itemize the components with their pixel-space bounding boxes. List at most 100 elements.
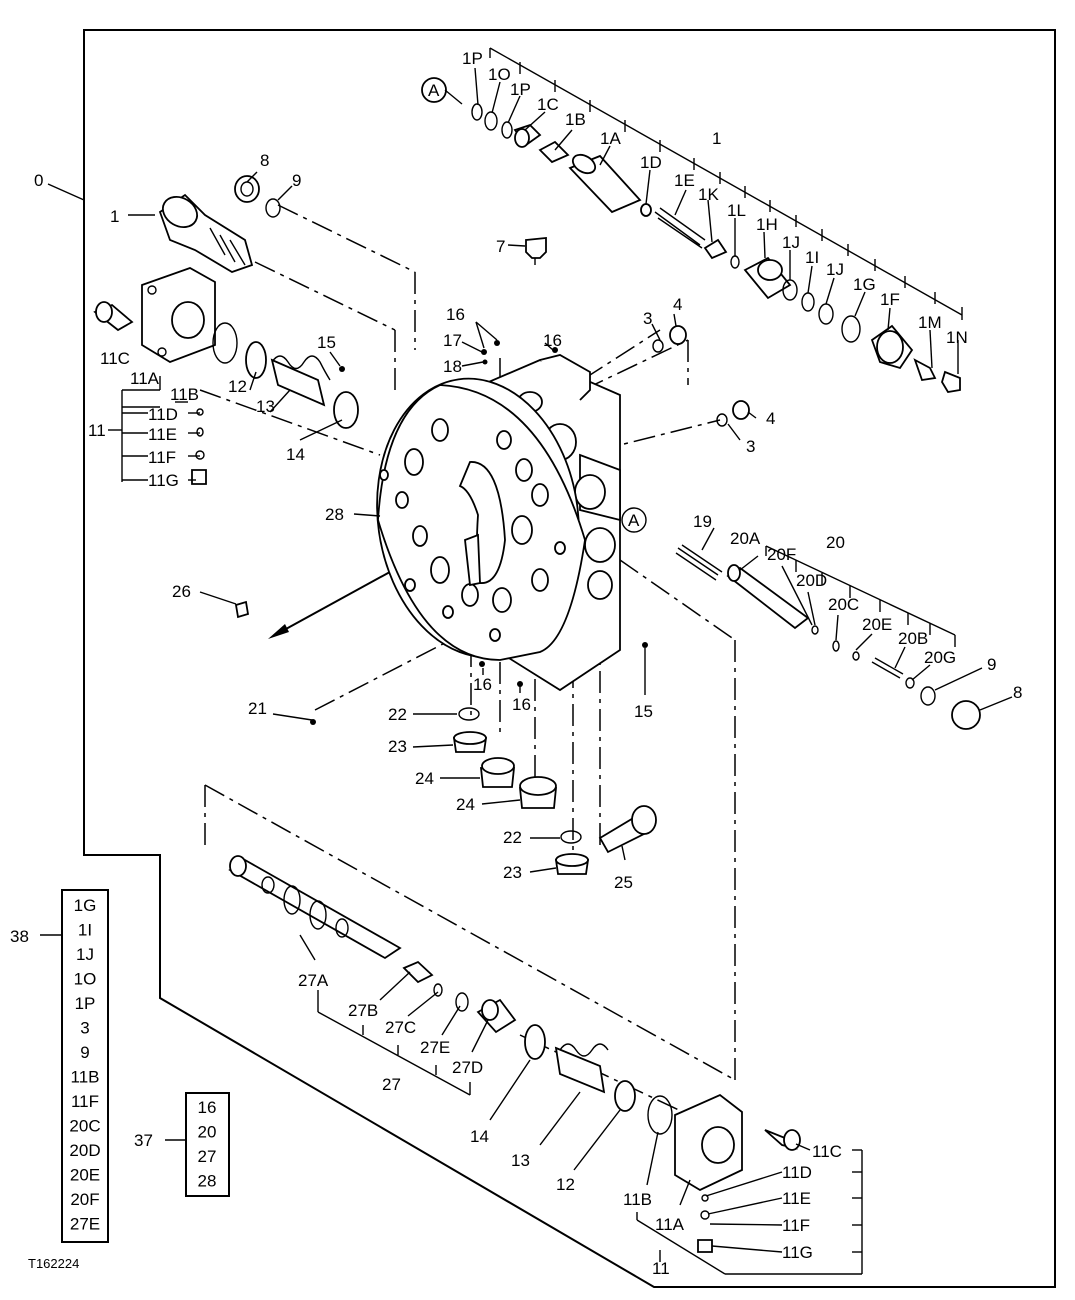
callout-4-mid: 4: [766, 409, 775, 428]
callout-11E-upper: 11E: [148, 425, 177, 444]
callout-25: 25: [614, 873, 633, 892]
callout-11E-lower: 11E: [782, 1189, 811, 1208]
callout-14-lower: 14: [470, 1127, 489, 1146]
callout-1J-a: 1J: [782, 233, 800, 252]
callout-11A-lower: 11A: [655, 1215, 685, 1234]
bracket-27: [317, 990, 471, 1096]
callout-20A: 20A: [730, 529, 761, 548]
callout-7: 7: [496, 237, 505, 256]
callout-17: 17: [443, 331, 462, 350]
callout-11G-lower: 11G: [782, 1243, 813, 1262]
callout-8-right: 8: [1013, 683, 1022, 702]
plug-8-top: [234, 175, 281, 218]
callout-16-top: 16: [446, 305, 465, 324]
kit-38-item: 20E: [70, 1166, 100, 1185]
callout-11F-upper: 11F: [148, 448, 176, 467]
callout-11-lower: 11: [652, 1259, 670, 1278]
callout-20: 20: [826, 533, 845, 552]
callout-27E: 27E: [420, 1038, 450, 1057]
callout-4-top: 4: [673, 295, 682, 314]
callout-1P-b: 1P: [510, 80, 531, 99]
callout-11G-upper: 11G: [148, 471, 179, 490]
valve-1-exploded: [421, 77, 961, 393]
callout-11B-lower: 11B: [623, 1190, 652, 1209]
spring-19-and-spool-20: [675, 544, 981, 730]
kit-37-item: 20: [198, 1123, 217, 1142]
kit-38-item: 9: [80, 1043, 89, 1062]
callout-1-main: 1: [712, 129, 721, 148]
kit-38-item: 3: [80, 1019, 89, 1038]
callout-1N: 1N: [946, 328, 968, 347]
callout-11A-upper: 11A: [130, 369, 160, 388]
callout-20D: 20D: [796, 571, 827, 590]
callout-0: 0: [34, 171, 43, 190]
callout-8-top: 8: [260, 151, 269, 170]
callout-20G: 20G: [924, 648, 956, 667]
callout-19: 19: [693, 512, 712, 531]
callout-9-top: 9: [292, 171, 301, 190]
callout-1D: 1D: [640, 153, 662, 172]
upper-seal-spring-retainer: [191, 322, 359, 485]
cover-11-upper: [93, 267, 216, 363]
callout-27A: 27A: [298, 971, 329, 990]
callout-13-lower: 13: [511, 1151, 530, 1170]
bracket-20: [765, 545, 956, 647]
figure-id: T162224: [28, 1256, 79, 1271]
callout-15-lower: 15: [634, 702, 653, 721]
callout-1B: 1B: [565, 110, 586, 129]
callout-1I: 1I: [805, 248, 819, 267]
callout-24-b: 24: [456, 795, 475, 814]
callout-1M: 1M: [918, 313, 942, 332]
callout-27B: 27B: [348, 1001, 378, 1020]
callout-1H: 1H: [756, 215, 778, 234]
callout-A-top: A: [428, 81, 440, 100]
kit-37-item: 27: [198, 1147, 217, 1166]
callout-1P-a: 1P: [462, 49, 483, 68]
callout-16-right: 16: [543, 331, 562, 350]
callout-20E: 20E: [862, 615, 892, 634]
plug-7: [525, 237, 547, 265]
callout-1J-b: 1J: [826, 260, 844, 279]
kit-38-item: 27E: [70, 1215, 100, 1234]
callout-23-lower: 23: [503, 863, 522, 882]
callout-1O: 1O: [488, 65, 511, 84]
kit-38-item: 11B: [71, 1068, 100, 1087]
kit-38-box: [61, 889, 109, 1243]
callout-1-body: 1: [110, 207, 119, 226]
leader-lines: [47, 67, 1013, 1253]
callout-1C: 1C: [537, 95, 559, 114]
assembly-boundary: [83, 29, 1056, 1288]
callout-37: 37: [134, 1131, 153, 1150]
kit-38-item: 20D: [69, 1141, 100, 1160]
callout-13-upper: 13: [256, 397, 275, 416]
callout-38: 38: [10, 927, 29, 946]
callout-21: 21: [248, 699, 267, 718]
callout-26: 26: [172, 582, 191, 601]
callout-1A: 1A: [600, 129, 621, 148]
kit-38-item: 1G: [74, 896, 97, 915]
callout-11C-lower: 11C: [812, 1142, 842, 1161]
kit-38-item: 1O: [74, 970, 97, 989]
kit-38-item: 1J: [76, 945, 94, 964]
bracket-11-upper: [108, 376, 200, 482]
kit-38-item: 20C: [69, 1117, 100, 1136]
kit-38-item: 1I: [78, 921, 92, 940]
callout-28: 28: [325, 505, 344, 524]
callout-1G: 1G: [853, 275, 876, 294]
callout-11D-upper: 11D: [148, 405, 178, 424]
callout-14-upper: 14: [286, 445, 305, 464]
callout-16-b2: 16: [512, 695, 531, 714]
callout-labels: 0 1 1 1P 1O 1P 1C 1B 1A 1D 1E 1K 1L 1H 1…: [10, 49, 1022, 1278]
plug-4-and-ring-3-mid: [716, 400, 750, 427]
callout-27D: 27D: [452, 1058, 483, 1077]
callout-1L: 1L: [727, 201, 746, 220]
plug-4-and-ring-3-top: [652, 325, 687, 353]
callout-27: 27: [382, 1075, 401, 1094]
callout-27C: 27C: [385, 1018, 416, 1037]
kit-38-item: 1P: [75, 994, 96, 1013]
callout-11C-upper: 11C: [100, 349, 130, 368]
callout-12-lower: 12: [556, 1175, 575, 1194]
callout-11F-lower: 11F: [782, 1216, 810, 1235]
